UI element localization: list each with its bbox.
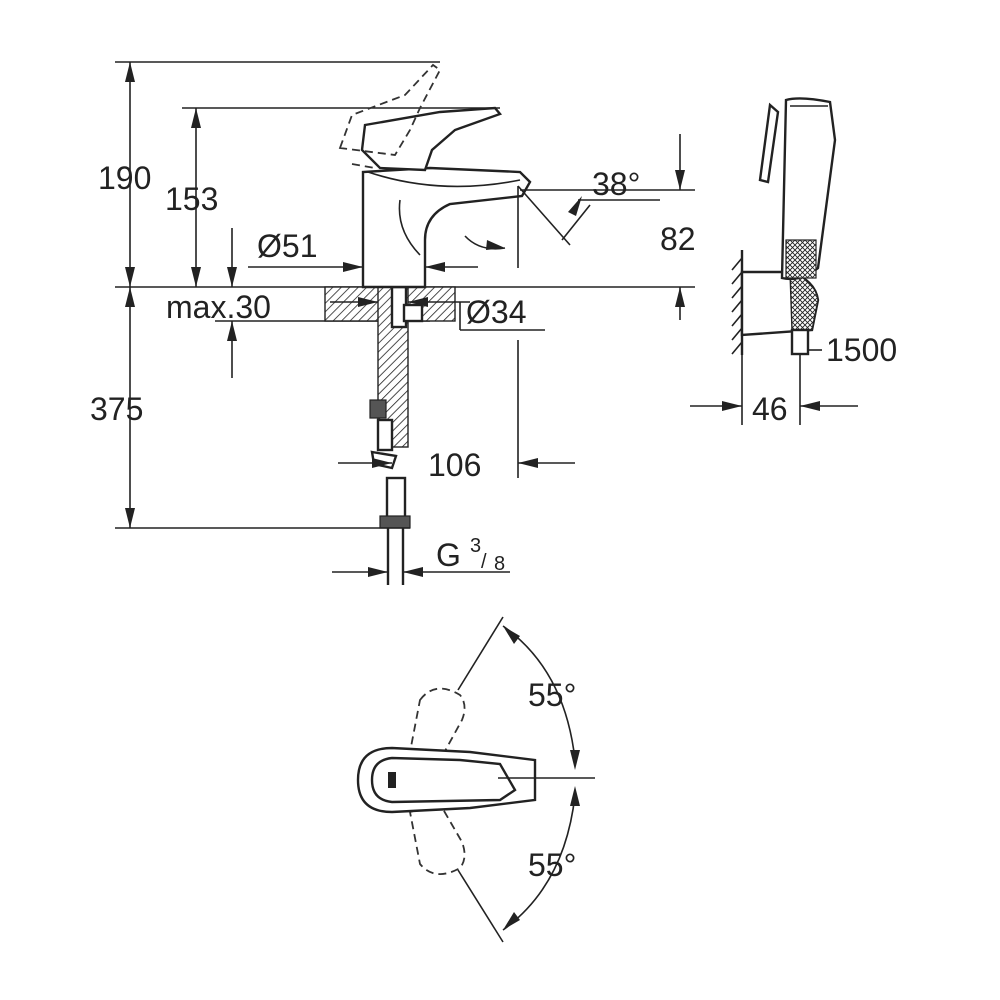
dim-diameter-34: Ø34 (466, 294, 526, 330)
dim-153: 153 (165, 181, 218, 217)
hand-shower-view (690, 97, 858, 425)
dim-angle-38: 38° (592, 166, 640, 202)
dim-375: 375 (90, 391, 143, 427)
dim-rotation-left: 55° (528, 677, 576, 713)
dim-rotation-right: 55° (528, 847, 576, 883)
dim-diameter-51: Ø51 (257, 228, 317, 264)
dim-190: 190 (98, 160, 151, 196)
faucet-front-view (115, 61, 695, 585)
dim-1500: 1500 (826, 332, 897, 368)
dim-max-30: max.30 (166, 289, 271, 325)
dim-g-numerator: 3 (470, 535, 481, 557)
fraction-slash: / (481, 551, 487, 573)
dim-46: 46 (752, 391, 788, 427)
dim-g-denominator: 8 (494, 553, 505, 575)
dim-connection-thread: G 3 / 8 (436, 535, 505, 575)
dim-106: 106 (428, 447, 481, 483)
dim-82: 82 (660, 221, 696, 257)
top-view (356, 616, 595, 943)
dim-g: G (436, 537, 461, 573)
